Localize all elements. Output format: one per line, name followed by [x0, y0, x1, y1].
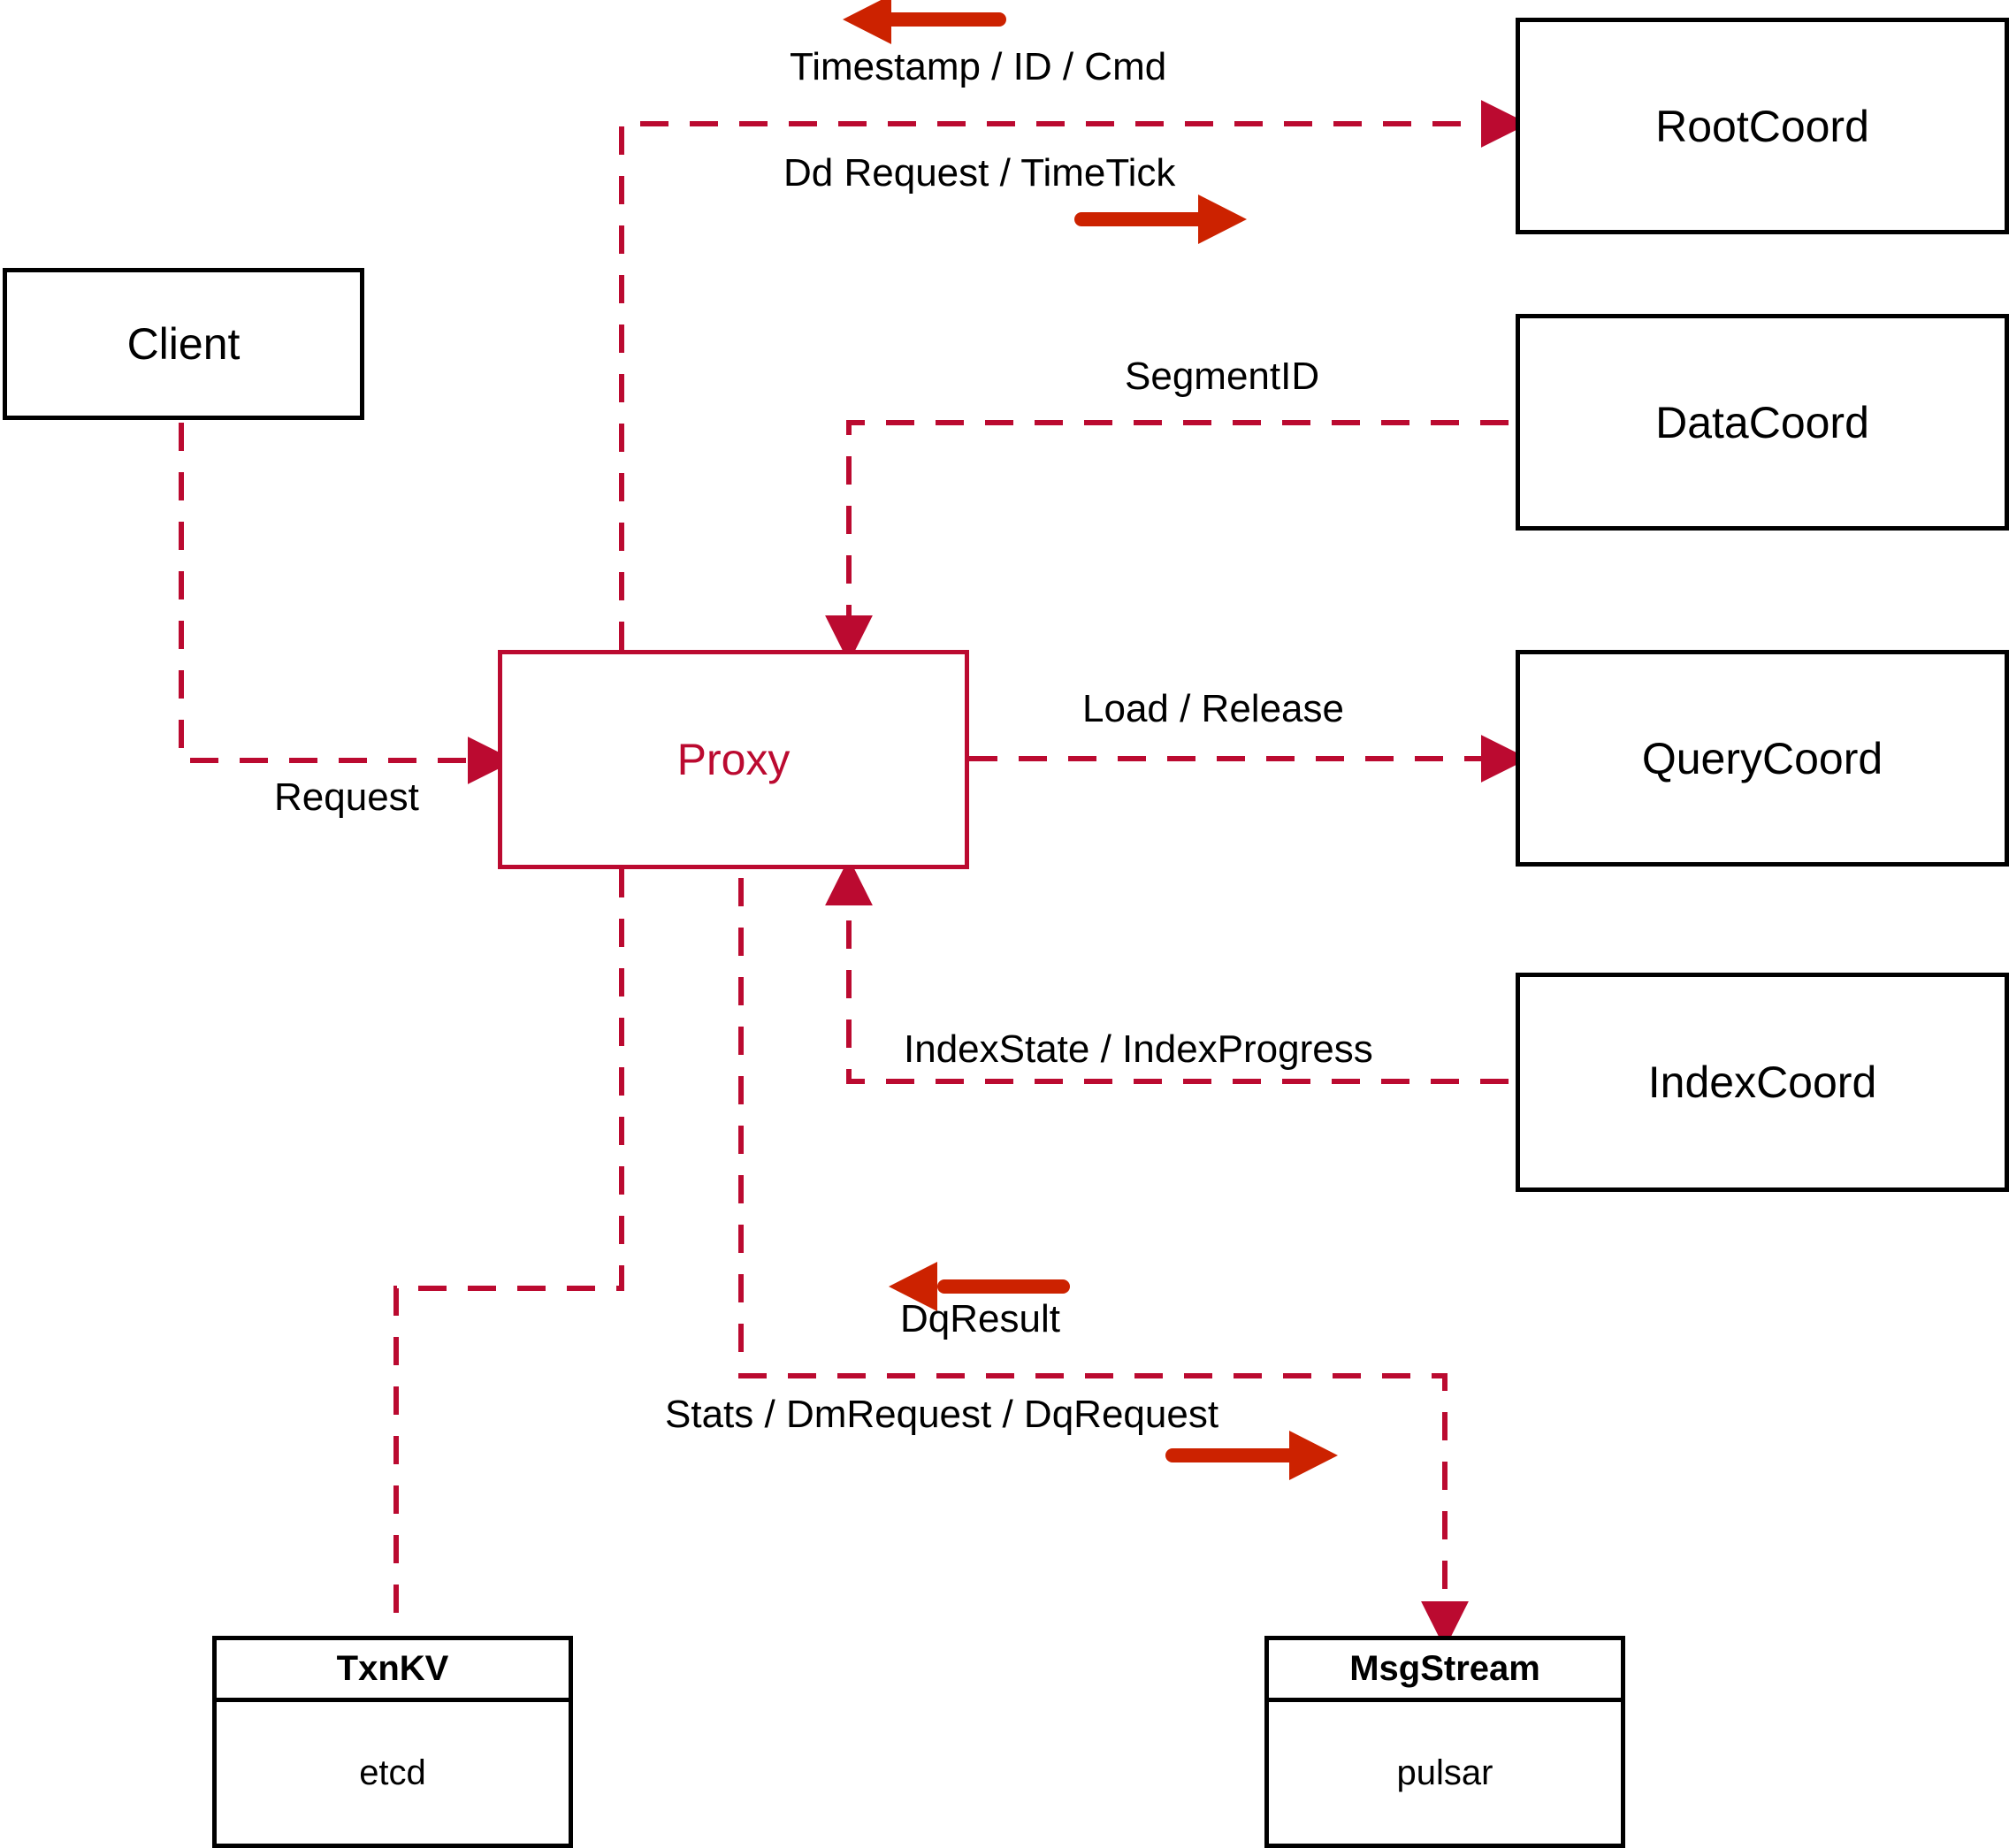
node-datacoord[interactable]: DataCoord: [1516, 314, 2009, 531]
arrow-dd-request-timetick: [1074, 195, 1247, 244]
edge-indexcoord-to-proxy: [825, 858, 1509, 1084]
node-querycoord-label: QueryCoord: [1641, 733, 1883, 783]
edge-label-request: Request: [274, 775, 419, 819]
node-txnkv[interactable]: TxnKV etcd: [212, 1636, 573, 1848]
node-indexcoord[interactable]: IndexCoord: [1516, 973, 2009, 1192]
arrow-dqresult: [889, 1262, 1070, 1311]
node-datacoord-label: DataCoord: [1655, 397, 1869, 447]
node-proxy-label: Proxy: [676, 735, 791, 784]
node-msgstream-title: MsgStream: [1269, 1640, 1621, 1702]
node-rootcoord-label: RootCoord: [1655, 101, 1869, 151]
arrow-timestamp-id-cmd: [843, 0, 1006, 44]
edge-label-timestamp-id-cmd: Timestamp / ID / Cmd: [790, 45, 1167, 88]
node-indexcoord-label: IndexCoord: [1647, 1058, 1877, 1107]
edge-datacoord-to-proxy: [825, 420, 1509, 663]
annotation-arrows: [843, 0, 1338, 1480]
node-client-label: Client: [126, 319, 241, 369]
edge-label-indexstate-indexprogress: IndexState / IndexProgress: [904, 1027, 1373, 1071]
node-txnkv-impl: etcd: [359, 1753, 426, 1792]
edge-label-load-release: Load / Release: [1082, 687, 1344, 730]
arrow-stats-dmrequest-dqrequest: [1165, 1431, 1338, 1480]
edge-proxy-to-rootcoord: [619, 100, 1529, 650]
node-proxy[interactable]: Proxy: [498, 650, 969, 869]
edge-label-segmentid: SegmentID: [1125, 355, 1320, 398]
node-msgstream[interactable]: MsgStream pulsar: [1264, 1636, 1625, 1848]
node-txnkv-title: TxnKV: [217, 1640, 569, 1702]
node-msgstream-impl: pulsar: [1396, 1753, 1493, 1792]
node-querycoord[interactable]: QueryCoord: [1516, 650, 2009, 867]
edge-label-dqresult: DqResult: [900, 1297, 1060, 1340]
edge-proxy-to-msgstream: [738, 878, 1469, 1649]
node-client[interactable]: Client: [3, 268, 364, 420]
edge-label-dd-request-timetick: Dd Request / TimeTick: [783, 151, 1176, 195]
edge-client-to-proxy: [179, 423, 516, 784]
node-rootcoord[interactable]: RootCoord: [1516, 18, 2009, 234]
edge-label-stats-dmrequest-dqrequest: Stats / DmRequest / DqRequest: [665, 1393, 1219, 1436]
edge-proxy-to-txnkv: [393, 869, 624, 1631]
